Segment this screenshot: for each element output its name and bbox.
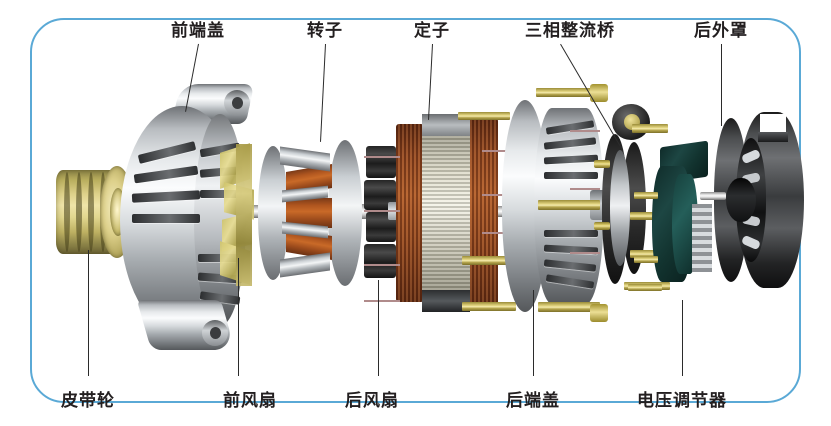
label-front-fan: 前风扇 [223, 391, 277, 411]
label-rear-fan: 后风扇 [345, 391, 399, 411]
leader-pulley [88, 250, 90, 376]
leader-front-fan [238, 258, 240, 376]
label-stator: 定子 [414, 21, 450, 41]
leader-rear-end-cover [533, 290, 535, 376]
label-front-end-cover: 前端盖 [171, 21, 225, 41]
label-rectifier-bridge: 三相整流桥 [525, 21, 615, 41]
leader-rear-fan [378, 280, 380, 376]
leader-rear-outer-cover [721, 44, 723, 126]
diagram-frame-border [30, 18, 801, 403]
label-rear-end-cover: 后端盖 [506, 391, 560, 411]
label-voltage-regulator: 电压调节器 [637, 391, 727, 411]
leader-voltage-regulator [682, 300, 684, 376]
label-rear-outer-cover: 后外罩 [694, 21, 748, 41]
label-pulley: 皮带轮 [61, 391, 115, 411]
label-rotor: 转子 [307, 21, 343, 41]
